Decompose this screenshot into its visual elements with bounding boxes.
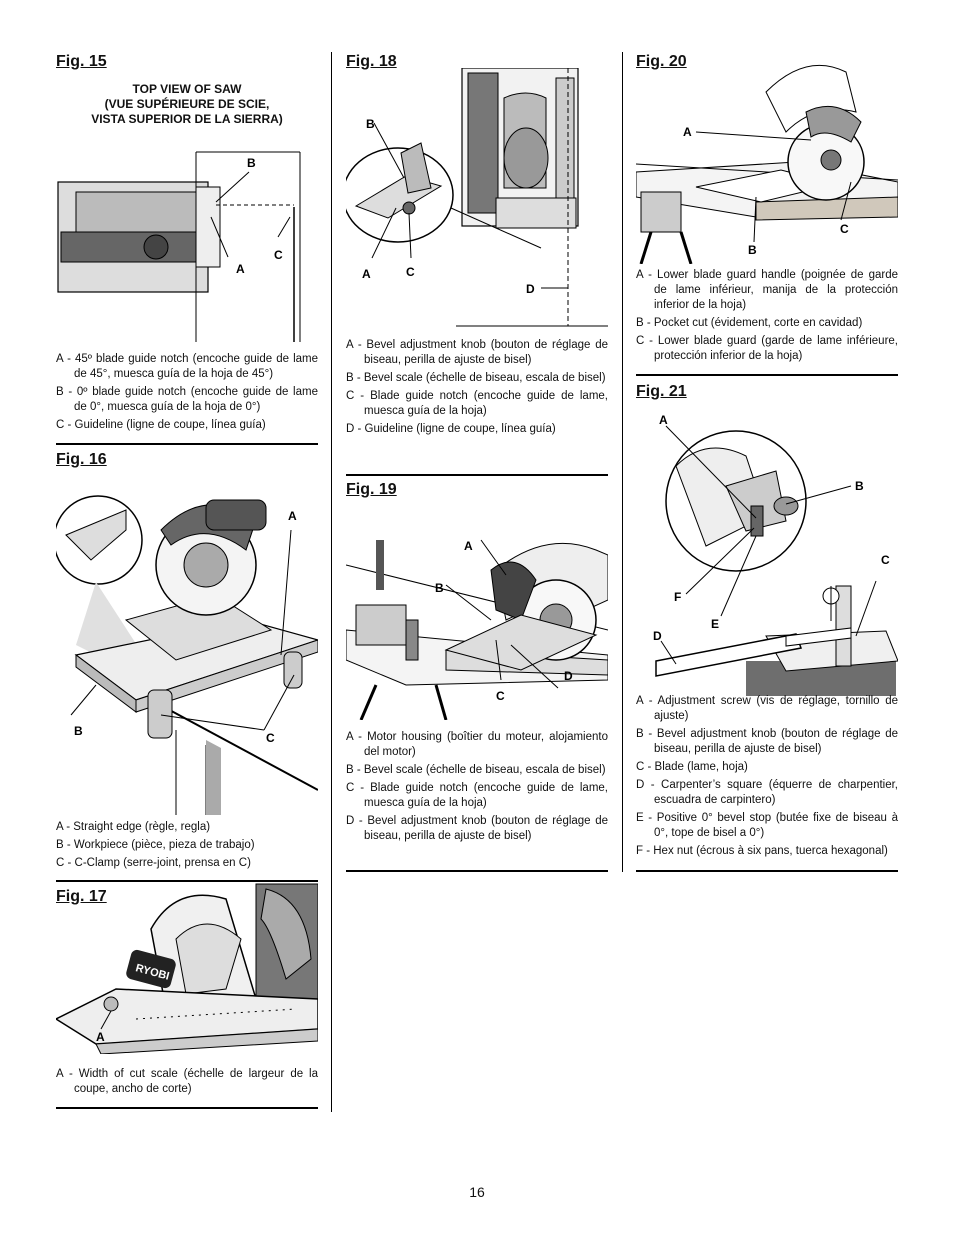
fig15-view-title-line3: VISTA SUPERIOR DE LA SIERRA) [91, 112, 283, 126]
fig16-label-c: C [266, 731, 275, 745]
fig19-bottom-rule [346, 870, 608, 872]
fig18-label-b: B [366, 117, 375, 131]
fig18-item-c: C - Blade guide notch (encoche guide de … [346, 390, 608, 417]
fig15-label-b: B [247, 156, 256, 170]
fig18-bottom-rule [346, 474, 608, 476]
fig20-title: Fig. 20 [636, 53, 687, 70]
fig19-section: Fig. 19 A B [346, 480, 608, 872]
fig21-item-d: D - Carpenter’s square (équerre de charp… [636, 779, 898, 806]
fig20-illustration: A B C [636, 52, 898, 264]
fig16-title: Fig. 16 [56, 451, 107, 468]
fig21-item-a: A - Adjustment screw (vis de réglage, to… [636, 695, 898, 722]
fig19-label-c: C [496, 689, 505, 703]
fig17-bottom-rule [56, 1107, 318, 1109]
fig18-item-b: B - Bevel scale (échelle de biseau, esca… [346, 372, 606, 384]
fig20-item-a: A - Lower blade guard handle (poignée de… [636, 269, 898, 311]
fig18-title: Fig. 18 [346, 53, 397, 70]
fig17-legend: A - Width of cut scale (échelle de large… [56, 1067, 318, 1100]
fig16-label-b: B [74, 724, 83, 738]
fig21-label-c: C [881, 553, 890, 567]
fig18-item-d: D - Guideline (ligne de coupe, línea guí… [346, 423, 556, 435]
column-divider-2 [622, 52, 623, 872]
fig17-item-a: A - Width of cut scale (échelle de large… [56, 1068, 318, 1095]
fig16-item-a: A - Straight edge (règle, regla) [56, 821, 211, 833]
fig15-item-a: A - 45º blade guide notch (encoche guide… [56, 353, 318, 380]
fig19-item-d: D - Bevel adjustment knob (bouton de rég… [346, 815, 608, 842]
fig18-label-a: A [362, 267, 371, 281]
fig16-item-b: B - Workpiece (pièce, pieza de trabajo) [56, 839, 255, 851]
fig15-label-c: C [274, 248, 283, 262]
fig20-bottom-rule [636, 374, 898, 376]
fig20-item-c: C - Lower blade guard (garde de lame inf… [636, 335, 898, 362]
fig20-label-b: B [748, 243, 757, 257]
fig21-illustration: A B C D E F [636, 406, 898, 696]
fig21-item-c: C - Blade (lame, hoja) [636, 761, 748, 773]
fig21-label-d: D [653, 629, 662, 643]
fig19-label-d: D [564, 669, 573, 683]
page-number: 16 [469, 1184, 485, 1200]
fig20-item-b: B - Pocket cut (évidement, corte en cavi… [636, 317, 863, 329]
fig17-illustration: RYOBI A [56, 879, 318, 1054]
fig15-item-c: C - Guideline (ligne de coupe, línea guí… [56, 419, 266, 431]
fig16-illustration: A B C [56, 490, 318, 815]
fig15-view-title: TOP VIEW OF SAW (VUE SUPÉRIEURE DE SCIE,… [56, 82, 318, 127]
fig20-legend: A - Lower blade guard handle (poignée de… [636, 268, 898, 367]
fig19-illustration: A B C D [346, 510, 608, 720]
fig19-title: Fig. 19 [346, 481, 397, 498]
fig21-label-f: F [674, 590, 681, 604]
fig21-label-e: E [711, 617, 719, 631]
fig15-view-title-line1: TOP VIEW OF SAW [132, 82, 242, 96]
fig21-item-e: E - Positive 0° bevel stop (butée fixe d… [636, 812, 898, 839]
fig15-section: Fig. 15 TOP VIEW OF SAW (VUE SUPÉRIEURE … [56, 52, 318, 445]
fig18-section: Fig. 18 B A [346, 52, 608, 476]
fig18-label-c: C [406, 265, 415, 279]
fig19-item-b: B - Bevel scale (échelle de biseau, esca… [346, 764, 606, 776]
fig21-title: Fig. 21 [636, 383, 687, 400]
fig21-bottom-rule [636, 870, 898, 872]
fig19-item-a: A - Motor housing (boîtier du moteur, al… [346, 731, 608, 758]
fig17-title: Fig. 17 [56, 888, 107, 905]
fig19-item-c: C - Blade guide notch (encoche guide de … [346, 782, 608, 809]
fig16-item-c: C - C-Clamp (serre-joint, prensa en C) [56, 857, 251, 869]
fig15-illustration: B A C [56, 147, 318, 342]
fig15-item-b: B - 0º blade guide notch (encoche guide … [56, 386, 318, 413]
fig16-section: Fig. 16 [56, 450, 318, 882]
fig21-label-a: A [659, 413, 668, 427]
fig20-section: Fig. 20 A B C [636, 52, 898, 376]
fig21-item-b: B - Bevel adjustment knob (bouton de rég… [636, 728, 898, 755]
fig16-label-a: A [288, 509, 297, 523]
fig19-label-a: A [464, 539, 473, 553]
fig18-legend: A - Bevel adjustment knob (bouton de rég… [346, 338, 608, 440]
fig16-bottom-rule [56, 880, 318, 882]
fig17-label-a: A [96, 1030, 105, 1044]
fig21-item-f: F - Hex nut (écrous à six pans, tuerca h… [636, 845, 888, 857]
fig16-legend: A - Straight edge (règle, regla) B - Wor… [56, 820, 318, 874]
fig18-illustration: B A C D [346, 68, 608, 330]
fig21-section: Fig. 21 A [636, 382, 898, 872]
fig15-label-a: A [236, 262, 245, 276]
fig15-bottom-rule [56, 443, 318, 445]
fig21-label-b: B [855, 479, 864, 493]
fig20-label-a: A [683, 125, 692, 139]
fig18-label-d: D [526, 282, 535, 296]
column-divider-1 [331, 52, 332, 1112]
fig15-legend: A - 45º blade guide notch (encoche guide… [56, 352, 318, 436]
fig17-section: Fig. 17 RYOBI A A - Width of cut scale (… [56, 883, 318, 1109]
fig19-label-b: B [435, 581, 444, 595]
fig18-item-a: A - Bevel adjustment knob (bouton de rég… [346, 339, 608, 366]
fig20-label-c: C [840, 222, 849, 236]
fig15-view-title-line2: (VUE SUPÉRIEURE DE SCIE, [104, 97, 270, 111]
fig21-legend: A - Adjustment screw (vis de réglage, to… [636, 694, 898, 862]
fig19-legend: A - Motor housing (boîtier du moteur, al… [346, 730, 608, 847]
fig15-title: Fig. 15 [56, 53, 107, 70]
